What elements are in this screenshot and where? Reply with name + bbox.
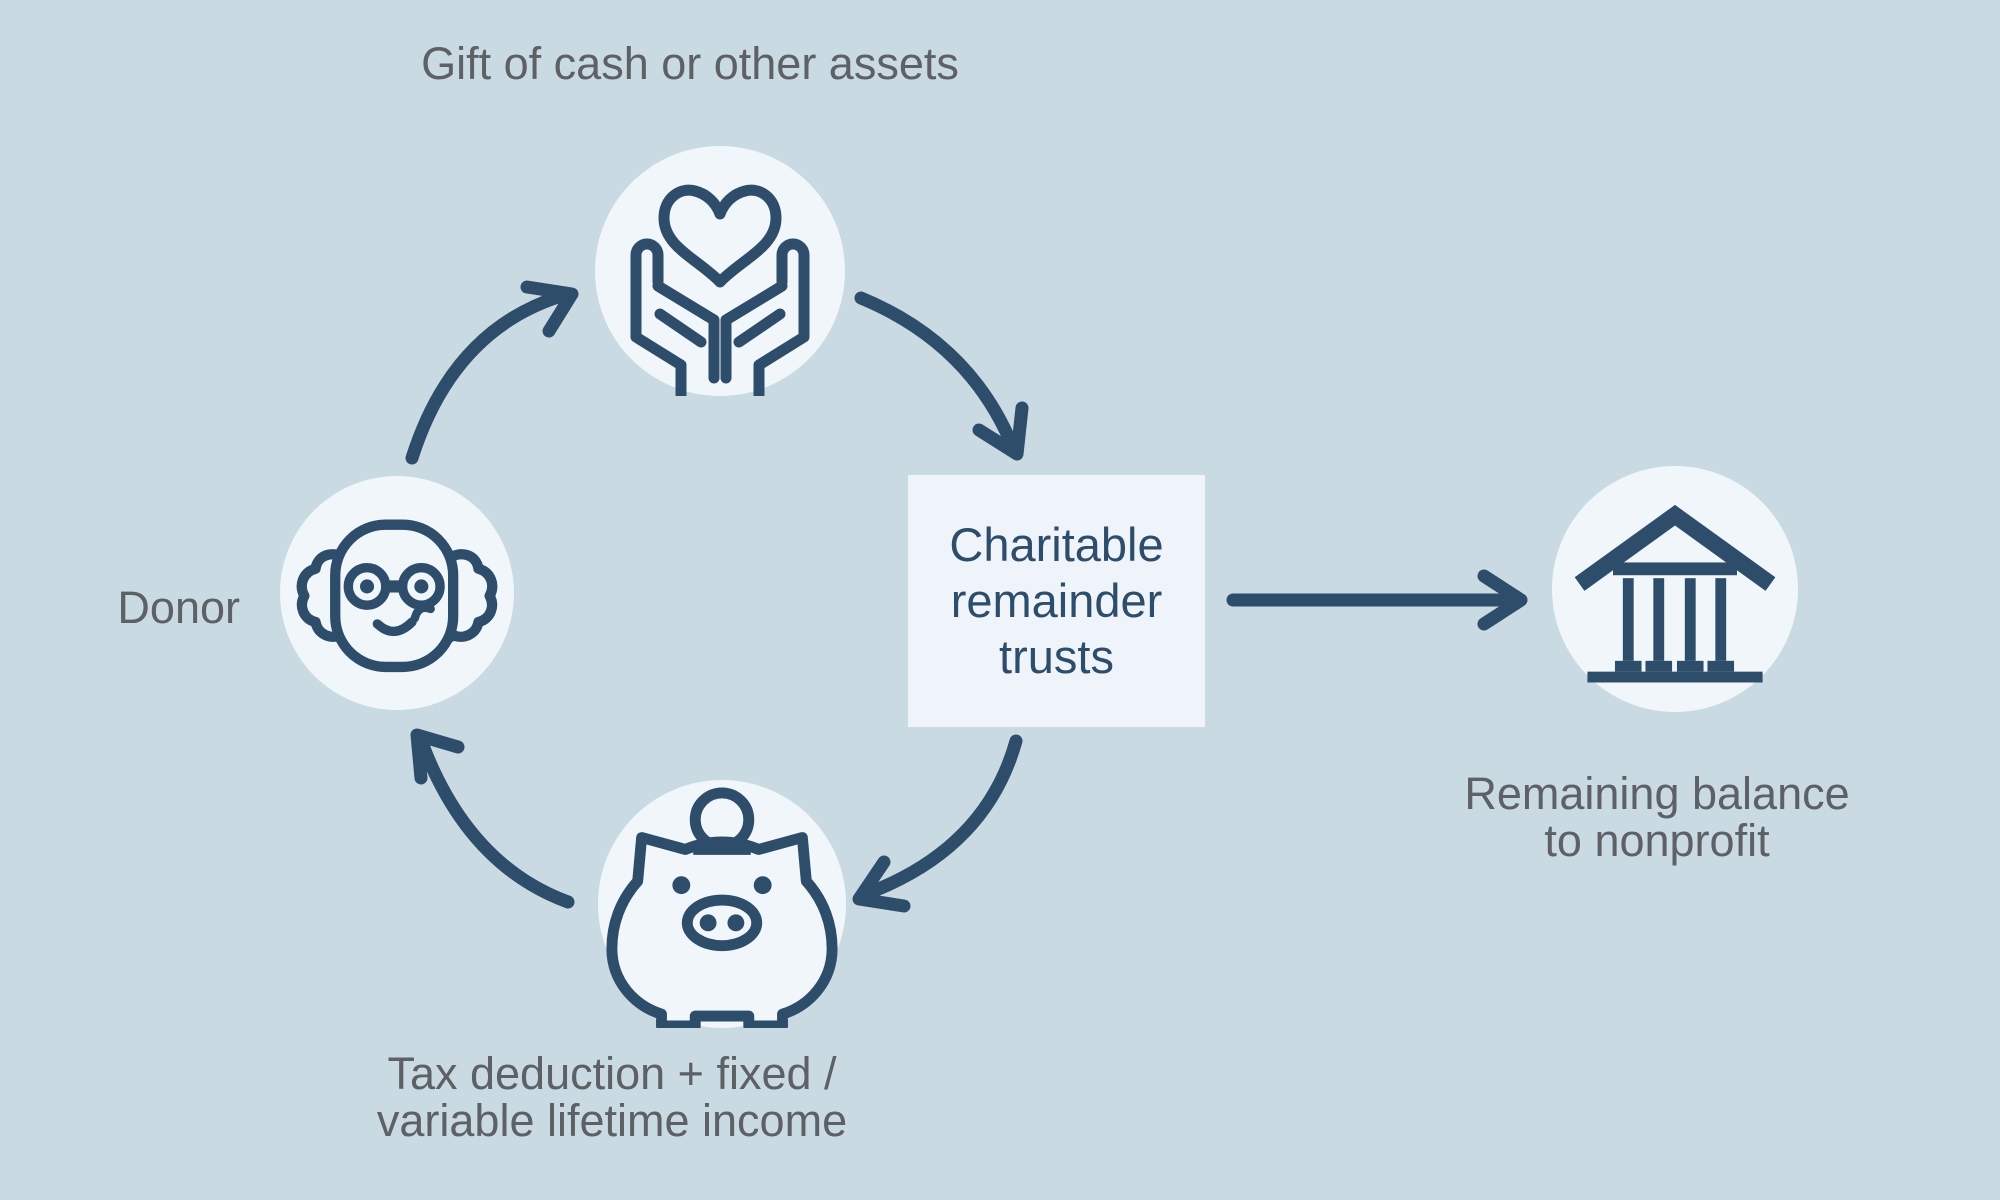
piggy-bank-icon (606, 787, 838, 1028)
arrow-income-to-donor (410, 728, 575, 909)
hands-holding-heart-icon (630, 184, 810, 396)
trust-box: Charitable remainder trusts (908, 475, 1205, 727)
arrow-gift-to-trust (854, 291, 1029, 461)
nonprofit-label-line2: to nonprofit (1544, 815, 1770, 866)
arrow-trust-to-income (852, 734, 1023, 913)
donor-node-circle (280, 476, 514, 710)
income-label: Tax deduction + fixed / variable lifetim… (377, 1050, 847, 1144)
arrow-trust-to-nonprofit (1226, 569, 1528, 631)
donor-face-icon (296, 519, 498, 673)
nonprofit-label-line1: Remaining balance (1464, 768, 1850, 819)
gift-node-circle (595, 146, 845, 396)
nonprofit-node-circle (1552, 466, 1798, 712)
arrow-donor-to-gift (405, 280, 579, 465)
income-label-line1: Tax deduction + fixed / (387, 1048, 837, 1099)
income-label-line2: variable lifetime income (376, 1095, 848, 1146)
bank-icon (1574, 504, 1776, 683)
income-node-circle (598, 780, 846, 1028)
nonprofit-label: Remaining balance to nonprofit (1464, 770, 1849, 864)
donor-label: Donor (117, 582, 240, 633)
gift-label: Gift of cash or other assets (421, 38, 959, 89)
trust-label: Charitable remainder trusts (949, 518, 1164, 683)
